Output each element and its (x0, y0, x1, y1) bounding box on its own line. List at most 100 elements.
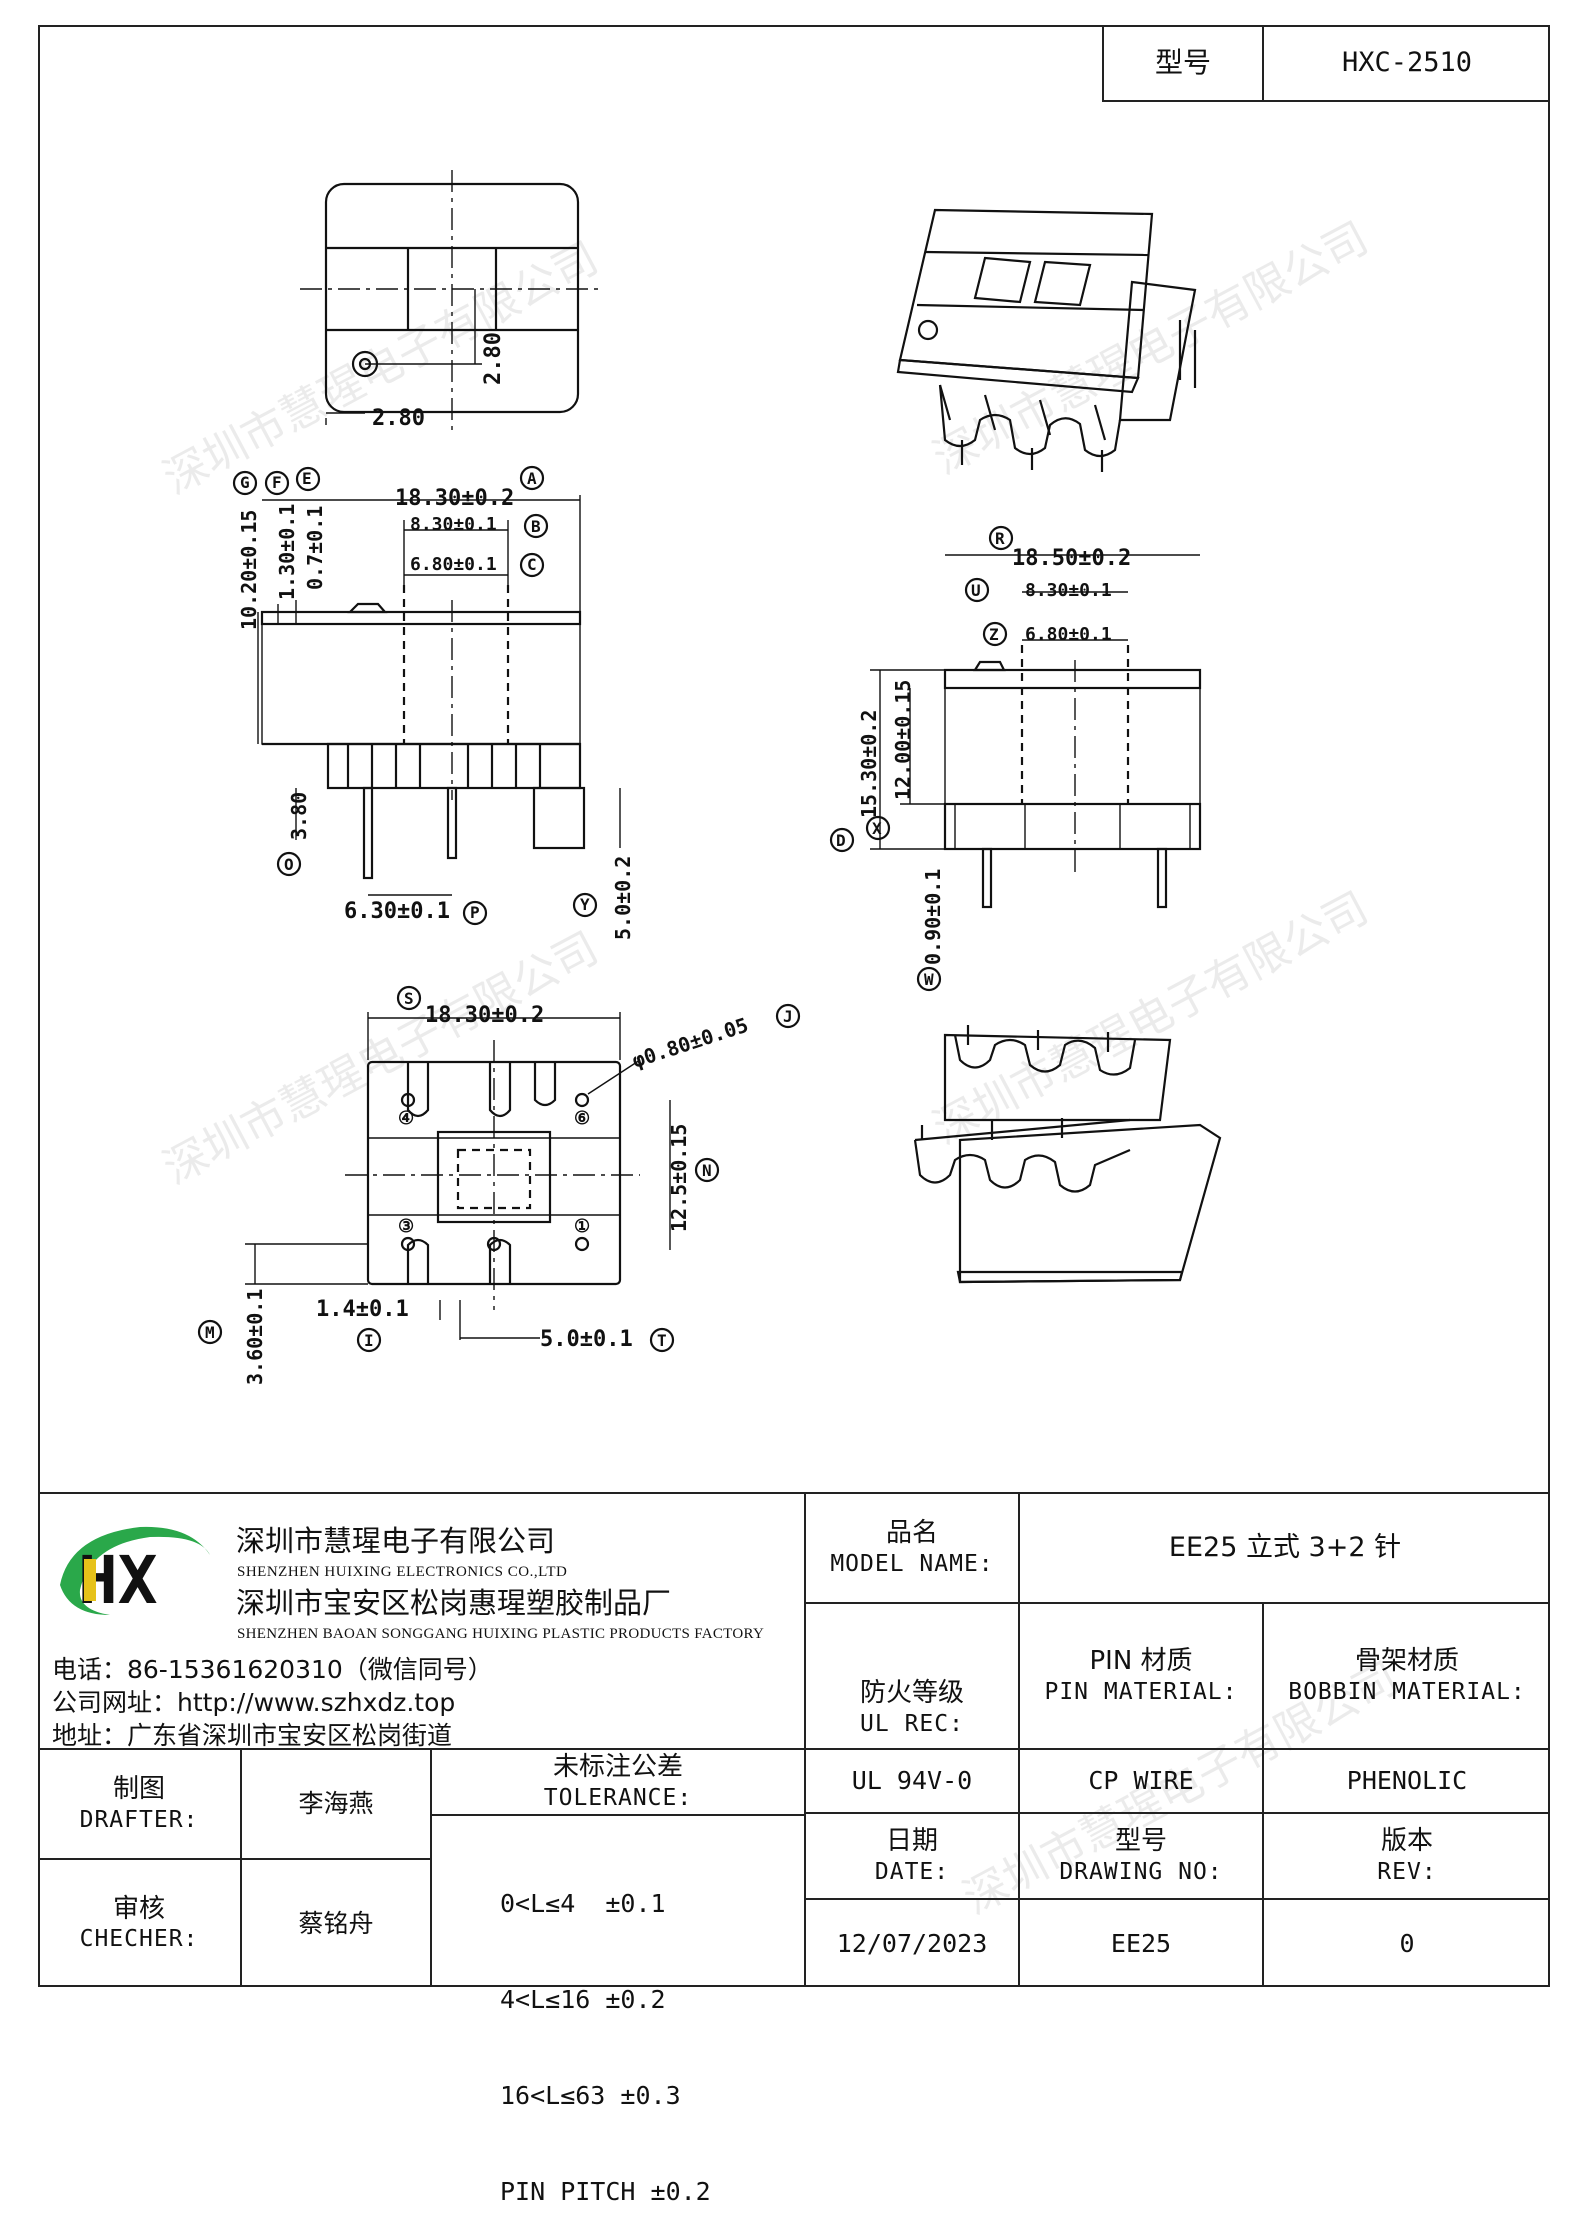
tolerance-line: 16<L≤63 ±0.3 (500, 2081, 681, 2110)
dim-top-h: 2.80 (372, 406, 425, 431)
label-front-p: P (470, 903, 480, 922)
dim-front-c: 6.80±0.1 (410, 554, 497, 575)
titleblock-h-line (804, 1602, 1550, 1604)
drawing-no-label-en: DRAWING NO: (1059, 1858, 1223, 1885)
dim-bottom-i: 1.4±0.1 (316, 1297, 409, 1322)
titleblock-h-line (430, 1814, 804, 1816)
date-label-en: DATE: (874, 1858, 950, 1885)
label-side-d: D (836, 831, 846, 850)
rev-value: 0 (1399, 1928, 1415, 1958)
label-bottom-j: J (783, 1007, 793, 1026)
company-website: 公司网址：http://www.szhxdz.top (52, 1688, 456, 1717)
pin-number-4: ④ (398, 1108, 414, 1129)
bobbin-material-label-en: BOBBIN MATERIAL: (1288, 1678, 1526, 1705)
drawing-no-label-cn: 型号 (1114, 1826, 1167, 1857)
titleblock-v-line (240, 1748, 242, 1987)
label-front-y: Y (580, 895, 590, 914)
dim-front-b: 8.30±0.1 (410, 514, 497, 535)
dim-side-z: 6.80±0.1 (1025, 624, 1112, 645)
label-front-c: C (527, 555, 537, 574)
dim-front-e: 0.7±0.1 (303, 506, 327, 590)
label-side-x: X (872, 819, 882, 838)
iso-view-top (896, 208, 1197, 472)
dim-side-d: 15.30±0.2 (857, 710, 881, 818)
label-front-g: G (240, 473, 250, 492)
dim-front-g: 10.20±0.15 (237, 510, 261, 630)
label-bottom-i: I (364, 1331, 374, 1350)
drawing-no-value: EE25 (1110, 1928, 1172, 1958)
tolerance-table: 0<L≤4 ±0.1 4<L≤16 ±0.2 16<L≤63 ±0.3 PIN … (500, 1824, 711, 2240)
tolerance-line: 0<L≤4 ±0.1 (500, 1889, 666, 1918)
drafter-value: 李海燕 (298, 1789, 374, 1819)
model-name-label: 品名 MODEL NAME: (806, 1494, 1018, 1602)
label-side-w: W (924, 970, 934, 989)
dim-bottom-m: 3.60±0.1 (243, 1289, 267, 1385)
bobbin-material-label: 骨架材质 BOBBIN MATERIAL: (1264, 1604, 1550, 1748)
titleblock-v-line (1262, 1602, 1264, 1987)
rev-label-en: REV: (1377, 1858, 1437, 1885)
header-model-label: 型号 (1102, 25, 1262, 102)
label-bottom-s: S (404, 989, 414, 1008)
bobbin-material-value: PHENOLIC (1346, 1766, 1468, 1796)
dim-side-x: 12.00±0.15 (891, 680, 915, 800)
top-view: 2.80 2.80 (300, 170, 600, 431)
header-model-value: HXC-2510 (1262, 25, 1550, 102)
label-bottom-m: M (205, 1323, 215, 1342)
dim-bottom-n: 12.5±0.15 (667, 1124, 691, 1232)
checker-label: 审核 CHECHER: (38, 1860, 240, 1987)
dim-side-u: 8.30±0.1 (1025, 580, 1112, 601)
ul-label-en: UL REC: (860, 1710, 964, 1737)
titleblock-v-line (804, 1492, 806, 1987)
ul-label: 防火等级 UL REC: (806, 1604, 1018, 1812)
dim-front-p: 6.30±0.1 (344, 899, 450, 924)
model-name-label-en: MODEL NAME: (830, 1550, 994, 1577)
dim-bottom-s: 18.30±0.2 (425, 1003, 544, 1028)
rev-label: 版本 REV: (1264, 1814, 1550, 1898)
company-name-en: SHENZHEN HUIXING ELECTRONICS CO.,LTD (237, 1564, 568, 1580)
label-front-b: B (531, 517, 541, 536)
drawing-frame (38, 25, 1550, 1987)
date-value: 12/07/2023 (836, 1928, 988, 1958)
company-logo: HX (50, 1515, 220, 1625)
model-name-value: EE25 立式 3+2 针 (1168, 1532, 1402, 1564)
rev-label-cn: 版本 (1380, 1826, 1433, 1857)
titleblock-mid-line (38, 1748, 1550, 1750)
label-bottom-t: T (657, 1331, 667, 1350)
titleblock-top-line (38, 1492, 1550, 1494)
company-phone: 电话：86-15361620310（微信同号） (52, 1655, 493, 1684)
label-side-r: R (995, 529, 1005, 548)
tolerance-line: 4<L≤16 ±0.2 (500, 1985, 666, 2014)
pin-material-label: PIN 材质 PIN MATERIAL: (1020, 1604, 1262, 1748)
dim-front-a: 18.30±0.2 (395, 486, 514, 511)
tolerance-label: 未标注公差 TOLERANCE: (432, 1750, 804, 1814)
technical-drawing: 2.80 2.80 (197, 170, 1222, 1385)
dim-side-w: 0.90±0.1 (921, 869, 945, 965)
front-view: 18.30±0.2 8.30±0.1 6.80±0.1 10.20±0.15 1… (232, 465, 635, 940)
pin-number-1: ① (574, 1216, 590, 1237)
factory-name-cn: 深圳市宝安区松岗惠瑆塑胶制品厂 (236, 1586, 672, 1620)
pin-number-6: ⑥ (574, 1108, 590, 1129)
side-view: 18.50±0.2 8.30±0.1 6.80±0.1 15.30±0.2 12… (829, 525, 1202, 992)
titleblock-v-line (430, 1748, 432, 1987)
label-side-u: U (971, 581, 981, 600)
titleblock-v-line (1018, 1492, 1020, 1987)
label-side-z: Z (989, 625, 999, 644)
drafter-label: 制图 DRAFTER: (38, 1750, 240, 1858)
titleblock-h-line (804, 1898, 1550, 1900)
bobbin-material-label-cn: 骨架材质 (1354, 1646, 1459, 1677)
iso-view-bottom (913, 1025, 1222, 1284)
tolerance-label-cn: 未标注公差 (552, 1752, 683, 1783)
titleblock-h-line (804, 1812, 1550, 1814)
pin-material-value: CP WIRE (1088, 1766, 1194, 1796)
dim-bottom-t: 5.0±0.1 (540, 1327, 633, 1352)
pin-number-3: ③ (398, 1216, 414, 1237)
label-bottom-n: N (702, 1161, 712, 1180)
pin-material-label-en: PIN MATERIAL: (1044, 1678, 1238, 1705)
company-name-cn: 深圳市慧瑆电子有限公司 (236, 1524, 556, 1558)
dim-front-f: 1.30±0.1 (275, 504, 299, 600)
label-front-o: O (284, 855, 294, 874)
label-front-a: A (527, 469, 537, 488)
dim-front-o: 3.80 (287, 792, 311, 840)
checker-label-en: CHECHER: (79, 1926, 199, 1953)
bottom-view: 18.30±0.2 φ0.80±0.05 12.5±0.15 3.60±0.1 … (197, 985, 801, 1385)
